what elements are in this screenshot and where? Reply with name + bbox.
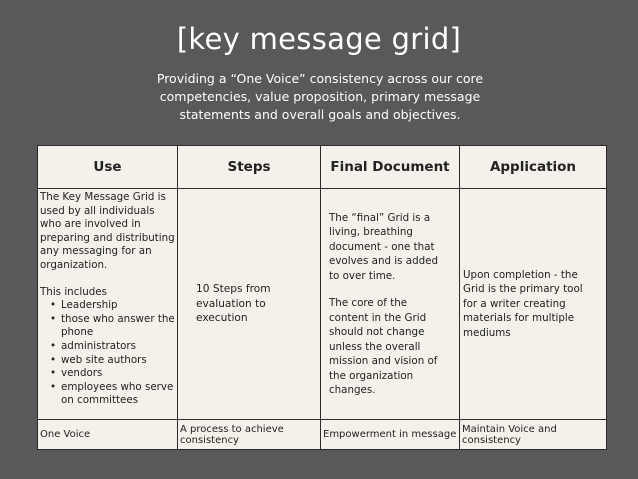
footer-steps: A process to achieve consistency [177, 419, 321, 450]
header-final-document: Final Document [320, 145, 460, 189]
final-document-p1: The “final” Grid is a living, breathing … [329, 211, 439, 282]
footer-use: One Voice [37, 419, 178, 450]
header-steps: Steps [177, 145, 321, 189]
list-item: Leadership [50, 299, 175, 313]
list-item: those who answer the phone [50, 313, 175, 340]
key-message-grid-table: Use Steps Final Document Application The… [37, 145, 607, 450]
footer-final-document: Empowerment in message [320, 419, 460, 450]
final-document-cell: The “final” Grid is a living, breathing … [320, 188, 460, 420]
use-cell: The Key Message Grid is used by all indi… [37, 188, 178, 420]
header-row: Use Steps Final Document Application [37, 145, 607, 189]
header-use: Use [37, 145, 178, 189]
list-item: employees who serve on committees [50, 381, 175, 408]
final-document-p2: The core of the content in the Grid shou… [329, 297, 438, 396]
application-cell: Upon completion - the Grid is the primar… [459, 188, 607, 420]
footer-row: One Voice A process to achieve consisten… [37, 419, 607, 450]
use-bullet-list: Leadership those who answer the phone ad… [40, 299, 175, 408]
use-includes-label: This includes [40, 285, 107, 298]
content-row: The Key Message Grid is used by all indi… [37, 188, 607, 420]
list-item: vendors [50, 367, 175, 381]
header-application: Application [459, 145, 607, 189]
use-intro: The Key Message Grid is used by all indi… [40, 191, 175, 271]
slide-subtitle: Providing a “One Voice” consistency acro… [156, 71, 484, 122]
list-item: web site authors [50, 354, 175, 368]
footer-application: Maintain Voice and consistency [459, 419, 607, 450]
steps-cell: 10 Steps from evaluation to execution [177, 188, 321, 420]
list-item: administrators [50, 340, 175, 354]
slide-title: [key message grid] [176, 22, 462, 56]
